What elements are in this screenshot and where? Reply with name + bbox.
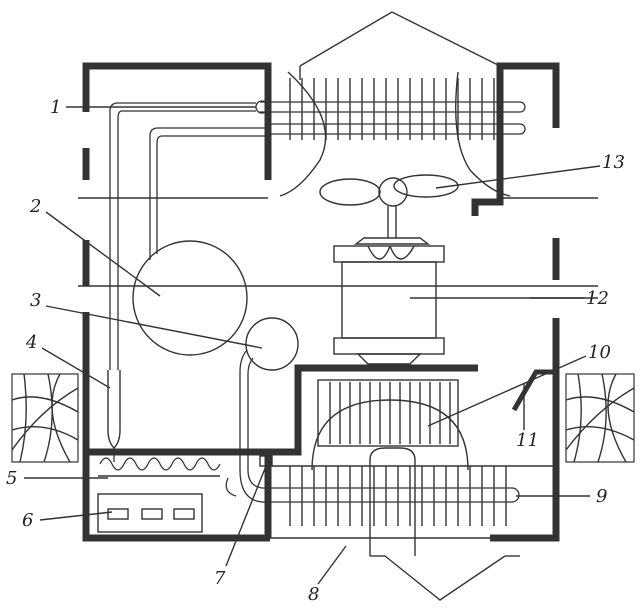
- wall-insulation-right: [565, 373, 635, 463]
- guide-lines: [78, 197, 598, 299]
- compressor: [132, 240, 248, 356]
- motor: [333, 237, 445, 365]
- leader-lines: [24, 106, 601, 585]
- fan: [319, 174, 459, 238]
- label-2: 2: [29, 196, 41, 217]
- coil: [98, 457, 221, 477]
- label-7: 7: [214, 568, 226, 589]
- label-8: 8: [308, 584, 319, 605]
- label-10: 10: [588, 342, 611, 363]
- label-13: 13: [602, 152, 625, 173]
- label-11: 11: [516, 430, 539, 451]
- wall-insulation-left: [11, 373, 79, 463]
- label-12: 12: [586, 288, 609, 309]
- label-1: 1: [50, 97, 61, 118]
- upper-heat-exchanger: [255, 71, 526, 197]
- control-unit: [97, 493, 203, 533]
- refrigerant-piping: [109, 102, 268, 370]
- label-3: 3: [30, 290, 41, 311]
- label-9: 9: [596, 486, 607, 507]
- lower-heat-exchanger: [225, 465, 556, 526]
- label-6: 6: [22, 510, 33, 531]
- part-labels: 1 2 3 4 5 6 7 8 9 10 11 12 13: [6, 97, 625, 605]
- bottom-airflow-arrow: [369, 447, 520, 601]
- label-4: 4: [25, 332, 37, 353]
- top-airflow-arrow: [299, 11, 501, 80]
- filter-receiver: [239, 317, 299, 470]
- evaporator: [311, 379, 469, 471]
- label-5: 5: [6, 468, 17, 489]
- capillary-column: [107, 370, 121, 462]
- flap: [511, 369, 556, 412]
- casing-walls: [82, 62, 560, 542]
